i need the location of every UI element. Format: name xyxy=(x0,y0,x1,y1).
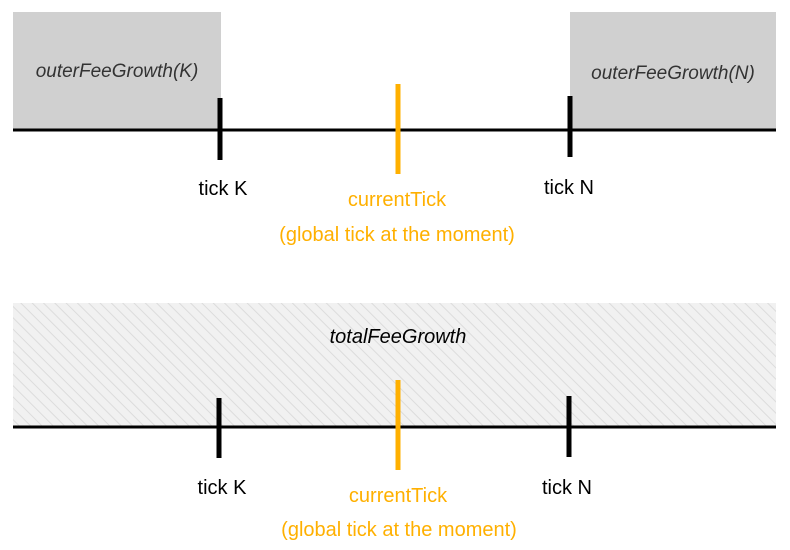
outer-fee-growth-n-region xyxy=(570,12,776,130)
top-current-tick-note: (global tick at the moment) xyxy=(279,224,515,246)
top-tick-n-label: tick N xyxy=(544,177,594,199)
bottom-panel: totalFeeGrowth tick K tick N currentTick… xyxy=(13,303,776,541)
outer-fee-growth-n-label: outerFeeGrowth(N) xyxy=(591,63,755,84)
bottom-current-tick-label: currentTick xyxy=(349,485,448,507)
top-tick-k-label: tick K xyxy=(199,178,249,200)
total-fee-growth-region xyxy=(13,303,776,427)
bottom-tick-n-label: tick N xyxy=(542,477,592,499)
bottom-current-tick-note: (global tick at the moment) xyxy=(281,519,517,541)
outer-fee-growth-k-label: outerFeeGrowth(K) xyxy=(36,61,199,82)
outer-fee-growth-k-region xyxy=(13,12,221,130)
bottom-tick-k-label: tick K xyxy=(198,477,248,499)
top-current-tick-label: currentTick xyxy=(348,189,447,211)
top-panel: outerFeeGrowth(K) outerFeeGrowth(N) tick… xyxy=(13,12,776,246)
total-fee-growth-label: totalFeeGrowth xyxy=(330,326,467,348)
